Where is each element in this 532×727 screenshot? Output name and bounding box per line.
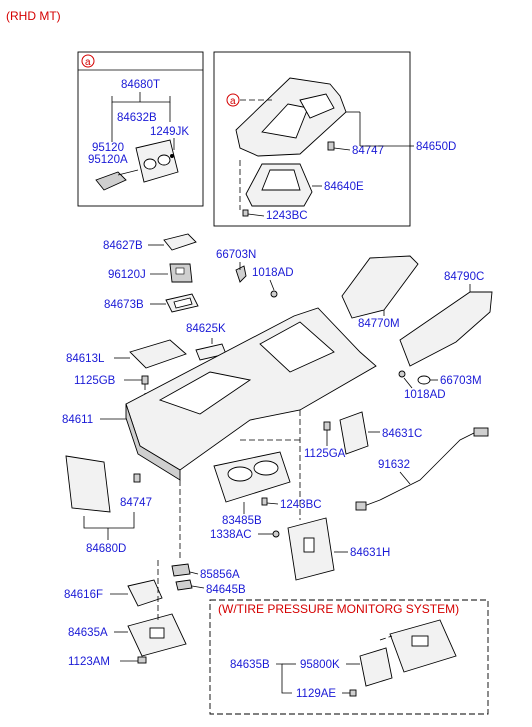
part-label-84631C: 84631C xyxy=(382,428,422,440)
part-label-84627B: 84627B xyxy=(103,240,143,252)
part-label-84616F: 84616F xyxy=(64,589,103,601)
clip-66703N xyxy=(235,265,247,283)
side-panel-84770M xyxy=(341,255,419,319)
part-label-1018AD-bottom: 1018AD xyxy=(404,389,446,401)
part-label-66703M: 66703M xyxy=(440,375,482,387)
part-label-1243BC: 1243BC xyxy=(280,499,322,511)
callout-a-letter: a xyxy=(85,57,91,68)
part-label-1123AM: 1123AM xyxy=(68,656,110,668)
part-label-96120J: 96120J xyxy=(108,269,146,281)
jack-part xyxy=(95,171,127,191)
part-label-85856A: 85856A xyxy=(200,569,240,581)
part-label-1125GB: 1125GB xyxy=(74,375,116,387)
callout-a-marker xyxy=(81,54,95,68)
part-label-84635B: 84635B xyxy=(230,659,270,671)
part-label-95120A: 95120A xyxy=(88,154,128,166)
main-assembly: 84627B 96120J 84673B 66703N 1018AD 84790… xyxy=(62,233,493,668)
part-label-84611: 84611 xyxy=(62,414,93,426)
part-label-95800K: 95800K xyxy=(300,659,340,671)
tpms-module-95800K xyxy=(359,647,393,687)
part-label-84673B: 84673B xyxy=(104,299,144,311)
part-label-83485B: 83485B xyxy=(222,515,262,527)
side-trim-84790C xyxy=(399,291,493,367)
part-85856A xyxy=(171,563,191,577)
inset-box-a: a 84680T 84632B 1249JK 95120 95120A xyxy=(77,51,204,207)
part-label-84790C: 84790C xyxy=(444,271,484,283)
bracket-84616F xyxy=(127,579,163,607)
part-label-84632B: 84632B xyxy=(117,112,157,124)
bracket-84631C xyxy=(339,411,369,455)
part-label-91632: 91632 xyxy=(378,459,410,471)
lid-84613L xyxy=(129,339,187,369)
shift-boot-box: a 84747 84650D 84640E 1243BC xyxy=(213,51,456,227)
part-label-84770M: 84770M xyxy=(358,318,400,330)
part-label-1125GA: 1125GA xyxy=(304,448,346,460)
part-label-84640E: 84640E xyxy=(324,181,364,193)
part-label-84635A: 84635A xyxy=(68,627,108,639)
part-label-84631H: 84631H xyxy=(350,547,390,559)
part-label-84645B: 84645B xyxy=(206,584,246,596)
part-label-84680D: 84680D xyxy=(86,543,126,555)
part-84645B xyxy=(175,579,193,591)
tpms-box: (W/TIRE PRESSURE MONITORG SYSTEM) 84635B… xyxy=(209,599,489,715)
tpms-caption: (W/TIRE PRESSURE MONITORG SYSTEM) xyxy=(218,602,459,616)
diagram-title: (RHD MT) xyxy=(6,9,61,23)
part-label-84747: 84747 xyxy=(120,497,152,509)
part-label-84613L: 84613L xyxy=(66,353,105,365)
cover-84627B xyxy=(163,233,197,251)
cupholder-83485B xyxy=(213,451,291,503)
part-label-84680T: 84680T xyxy=(121,79,160,91)
part-label-84747-top: 84747 xyxy=(352,145,384,157)
part-label-95120: 95120 xyxy=(92,142,124,154)
part-label-84650D: 84650D xyxy=(416,141,456,153)
part-label-84625K: 84625K xyxy=(186,323,226,335)
part-label-1018AD-top: 1018AD xyxy=(252,267,294,279)
part-label-1129AE: 1129AE xyxy=(296,688,336,700)
part-label-1338AC: 1338AC xyxy=(210,529,252,541)
panel-84680D xyxy=(65,455,111,513)
part-label-1249JK: 1249JK xyxy=(150,126,189,138)
part-label-66703N: 66703N xyxy=(216,249,256,261)
console-body-84611 xyxy=(125,307,377,471)
part-label-1243BC-top: 1243BC xyxy=(266,210,308,222)
wiring-91632 xyxy=(363,429,481,507)
callout-a-letter-2: a xyxy=(230,96,236,107)
callout-a-marker-2 xyxy=(226,93,240,107)
switch-bracket-part xyxy=(135,139,179,183)
